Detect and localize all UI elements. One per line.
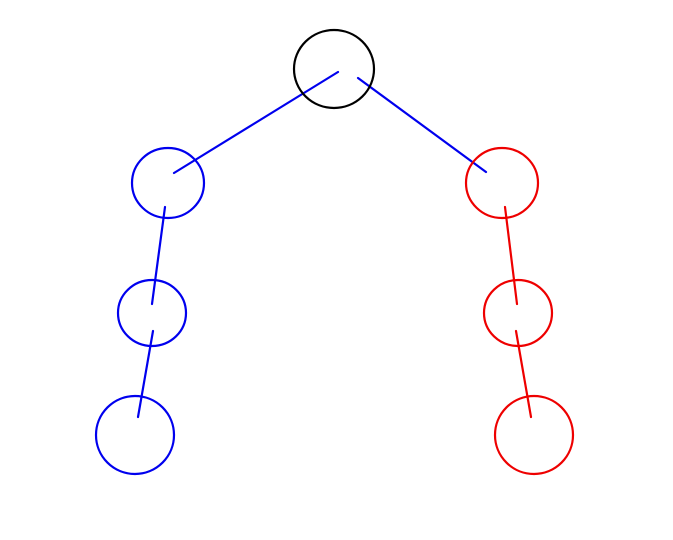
edge-right-1-to-right-2 [503, 205, 519, 306]
node-left-3 [94, 394, 176, 476]
node-right-3 [493, 394, 575, 476]
node-root [292, 28, 376, 110]
edges-layer [136, 70, 533, 419]
node-right-2 [482, 278, 554, 348]
edge-left-1-to-left-2 [150, 205, 167, 306]
edge-root-to-right-1 [356, 76, 488, 174]
node-left-1 [130, 146, 206, 220]
node-right-1 [464, 146, 540, 220]
nodes-layer [94, 28, 575, 476]
edge-root-to-left-1 [172, 70, 340, 175]
node-left-2 [116, 278, 188, 348]
